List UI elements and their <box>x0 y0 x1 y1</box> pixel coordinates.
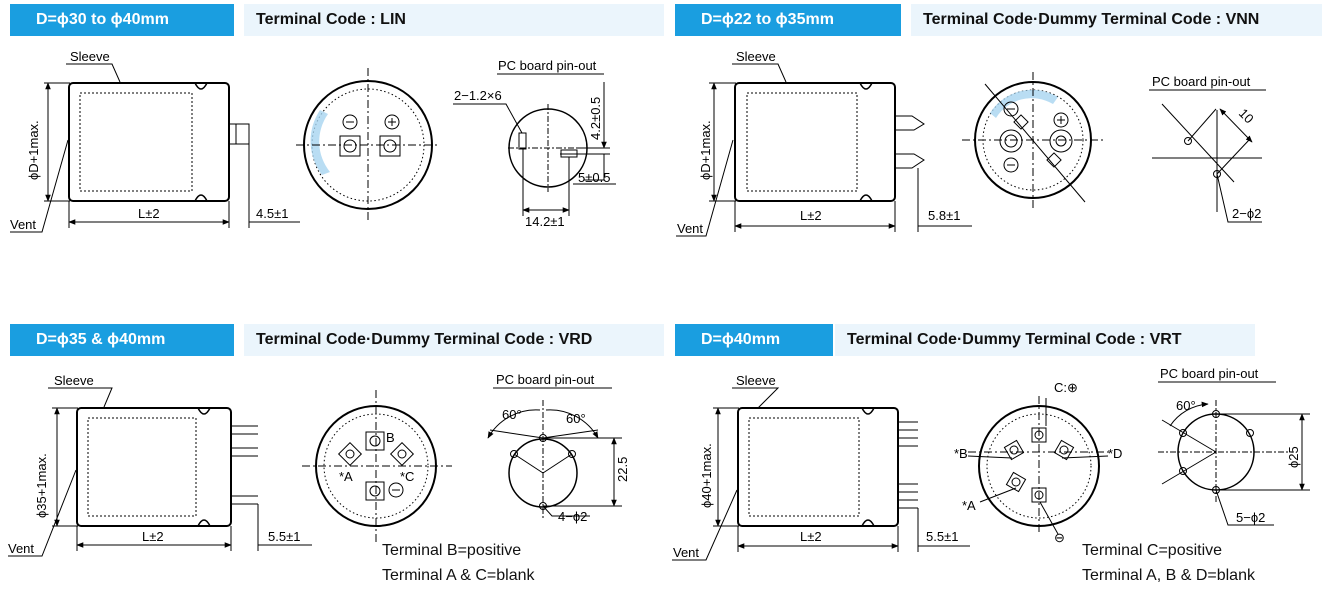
slot-label-lin: 2−1.2×6 <box>454 88 502 103</box>
size-header-lin: D=ϕ30 to ϕ40mm <box>10 4 234 36</box>
holes-vrd: 4−ϕ2 <box>558 509 587 524</box>
vrt-notes: Terminal C=positive Terminal A, B & D=bl… <box>1082 538 1255 588</box>
diagram-lin: Sleeve Vent ϕD+1max. L±2 4.5±1 PC b <box>10 49 616 233</box>
vent-label-vrd: Vent <box>8 541 34 556</box>
dia-label-lin: ϕD+1max. <box>26 120 41 180</box>
dim-vrd: 22.5 <box>615 457 630 482</box>
term-d-vrt: *D <box>1108 446 1122 461</box>
sleeve-label-vrt: Sleeve <box>736 373 776 388</box>
pin-len-vnn: 5.8±1 <box>928 208 960 223</box>
diagram-vnn: Sleeve Vent ϕD+1max. L±2 5.8±1 PC board … <box>676 49 1266 237</box>
pcb-title-lin: PC board pin-out <box>498 58 597 73</box>
pin-len-vrd: 5.5±1 <box>268 529 300 544</box>
pcb-view-lin <box>453 73 616 216</box>
size-header-vrt: D=ϕ40mm <box>675 324 833 356</box>
side-view-vrd <box>8 387 312 557</box>
term-c-vrt: C:⊕ <box>1054 380 1078 395</box>
dim-vrt: ϕ25 <box>1286 446 1301 468</box>
side-view-vnn <box>676 63 972 237</box>
dim-v-lin: 4.2±0.5 <box>588 97 603 140</box>
terminal-header-vrd: Terminal Code·Dummy Terminal Code : VRD <box>244 324 664 356</box>
pin-len-vrt: 5.5±1 <box>926 529 958 544</box>
length-label-vrt: L±2 <box>800 529 822 544</box>
top-view-vrd <box>302 390 452 542</box>
vrd-notes: Terminal B=positive Terminal A & C=blank <box>382 538 535 588</box>
term-b-vrt: *B <box>954 446 968 461</box>
minus-vrt: ⊖ <box>1054 530 1065 545</box>
top-view-vrt <box>967 396 1112 535</box>
dia-label-vnn: ϕD+1max. <box>698 120 713 180</box>
term-a-vrd: *A <box>339 469 353 484</box>
holes-vrt: 5−ϕ2 <box>1236 510 1265 525</box>
vent-label-lin: Vent <box>10 217 36 232</box>
dim-w-lin: 14.2±1 <box>525 214 565 229</box>
length-label-vnn: L±2 <box>800 208 822 223</box>
term-a-vrt: *A <box>962 498 976 513</box>
pcb-view-vrd <box>487 387 622 520</box>
diagram-vrd: Sleeve Vent ϕ35+1max. L±2 5.5±1 B *A *C <box>8 372 630 557</box>
dim-h-lin: 5±0.5 <box>578 170 610 185</box>
pin-len-lin: 4.5±1 <box>256 206 288 221</box>
terminal-header-lin: Terminal Code : LIN <box>244 4 664 36</box>
angle2-vrd: 60° <box>566 411 586 426</box>
term-b-vrd: B <box>386 430 395 445</box>
size-header-vrd: D=ϕ35 & ϕ40mm <box>10 324 234 356</box>
note2-vrd: Terminal A & C=blank <box>382 567 535 584</box>
note1-vrt: Terminal C=positive <box>1082 542 1223 559</box>
pcb-view-vnn <box>1149 89 1266 223</box>
top-view-vnn <box>962 72 1104 208</box>
holes-vnn: 2−ϕ2 <box>1232 206 1261 221</box>
terminal-header-vrt: Terminal Code·Dummy Terminal Code : VRT <box>835 324 1255 356</box>
side-view-lin <box>10 63 300 233</box>
pcb-title-vnn: PC board pin-out <box>1152 74 1251 89</box>
angle1-vrd: 60° <box>502 407 522 422</box>
dia-label-vrt: ϕ40+1max. <box>699 443 714 508</box>
term-c-vrd: *C <box>400 469 414 484</box>
length-label-vrd: L±2 <box>142 529 164 544</box>
side-view-vrt <box>672 387 970 561</box>
length-label-lin: L±2 <box>138 206 160 221</box>
note2-vrt: Terminal A, B & D=blank <box>1082 567 1255 584</box>
sleeve-label-lin: Sleeve <box>70 49 110 64</box>
sleeve-label-vnn: Sleeve <box>736 49 776 64</box>
vent-label-vnn: Vent <box>677 221 703 236</box>
dia-label-vrd: ϕ35+1max. <box>34 453 49 518</box>
size-header-vnn: D=ϕ22 to ϕ35mm <box>675 4 901 36</box>
angle-vrt: 60° <box>1176 398 1196 413</box>
pcb-view-vrt <box>1158 381 1310 526</box>
note1-vrd: Terminal B=positive <box>382 542 522 559</box>
top-view-lin <box>296 68 440 222</box>
pcb-title-vrt: PC board pin-out <box>1160 366 1259 381</box>
sleeve-label-vrd: Sleeve <box>54 373 94 388</box>
vent-label-vrt: Vent <box>673 545 699 560</box>
terminal-header-vnn: Terminal Code·Dummy Terminal Code : VNN <box>911 4 1322 36</box>
pcb-title-vrd: PC board pin-out <box>496 372 595 387</box>
